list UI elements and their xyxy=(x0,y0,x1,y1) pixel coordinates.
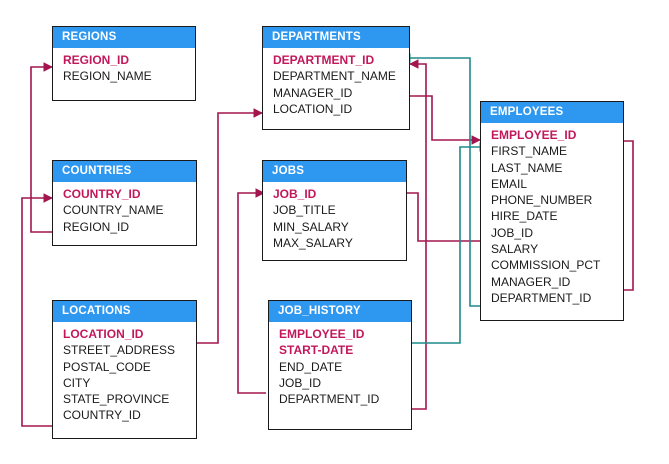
key-field: EMPLOYEE_ID xyxy=(279,327,365,341)
field: COUNTRY_ID xyxy=(63,408,141,423)
field: SALARY xyxy=(491,242,539,257)
key-field: EMPLOYEE_ID xyxy=(491,128,577,142)
table-title: LOCATIONS xyxy=(53,301,196,322)
field: CITY xyxy=(63,375,91,390)
regions-table: REGIONS REGION_ID REGION_NAME xyxy=(52,26,196,101)
field: MANAGER_ID xyxy=(273,85,353,100)
key-field: LOCATION_ID xyxy=(63,327,144,341)
field: PHONE_NUMBER xyxy=(491,193,593,208)
field: JOB_TITLE xyxy=(273,203,336,218)
field: LAST_NAME xyxy=(491,160,563,175)
table-title: COUNTRIES xyxy=(53,161,196,182)
field-list: REGION_ID REGION_NAME xyxy=(53,48,195,85)
link-jobhistory-job xyxy=(237,188,266,394)
field: MIN_SALARY xyxy=(273,219,349,234)
field: DEPARTMENT_ID xyxy=(279,392,380,407)
table-title: JOBS xyxy=(263,161,406,182)
field: DEPARTMENT_NAME xyxy=(273,69,396,84)
field: MAX_SALARY xyxy=(273,235,353,250)
field: JOB_ID xyxy=(279,375,322,390)
field: COUNTRY_NAME xyxy=(63,203,164,218)
table-title: DEPARTMENTS xyxy=(263,27,409,48)
table-title: JOB_HISTORY xyxy=(269,301,411,322)
key-field: REGION_ID xyxy=(63,53,130,67)
key-field: JOB_ID xyxy=(273,187,317,201)
table-title: REGIONS xyxy=(53,27,195,48)
field: LOCATION_ID xyxy=(273,101,353,116)
field: COMMISSION_PCT xyxy=(491,258,601,273)
key-field: COUNTRY_ID xyxy=(63,187,141,201)
key-field: START-DATE xyxy=(279,343,354,358)
key-field: DEPARTMENT_ID xyxy=(273,53,375,67)
field: JOB_ID xyxy=(491,225,534,240)
table-title: EMPLOYEES xyxy=(481,102,623,123)
field: REGION_ID xyxy=(63,219,130,234)
field: POSTAL_CODE xyxy=(63,359,151,374)
field: REGION_NAME xyxy=(63,69,152,84)
field: STREET_ADDRESS xyxy=(63,343,176,358)
field: HIRE_DATE xyxy=(491,209,558,224)
field: DEPARTMENT_ID xyxy=(491,290,592,305)
field: FIRST_NAME xyxy=(491,144,568,159)
field: EMAIL xyxy=(491,176,528,191)
field: MANAGER_ID xyxy=(491,274,571,289)
link-jobhistory-employee xyxy=(384,142,489,344)
field: END_DATE xyxy=(279,359,343,374)
field: STATE_PROVINCE xyxy=(63,392,170,407)
